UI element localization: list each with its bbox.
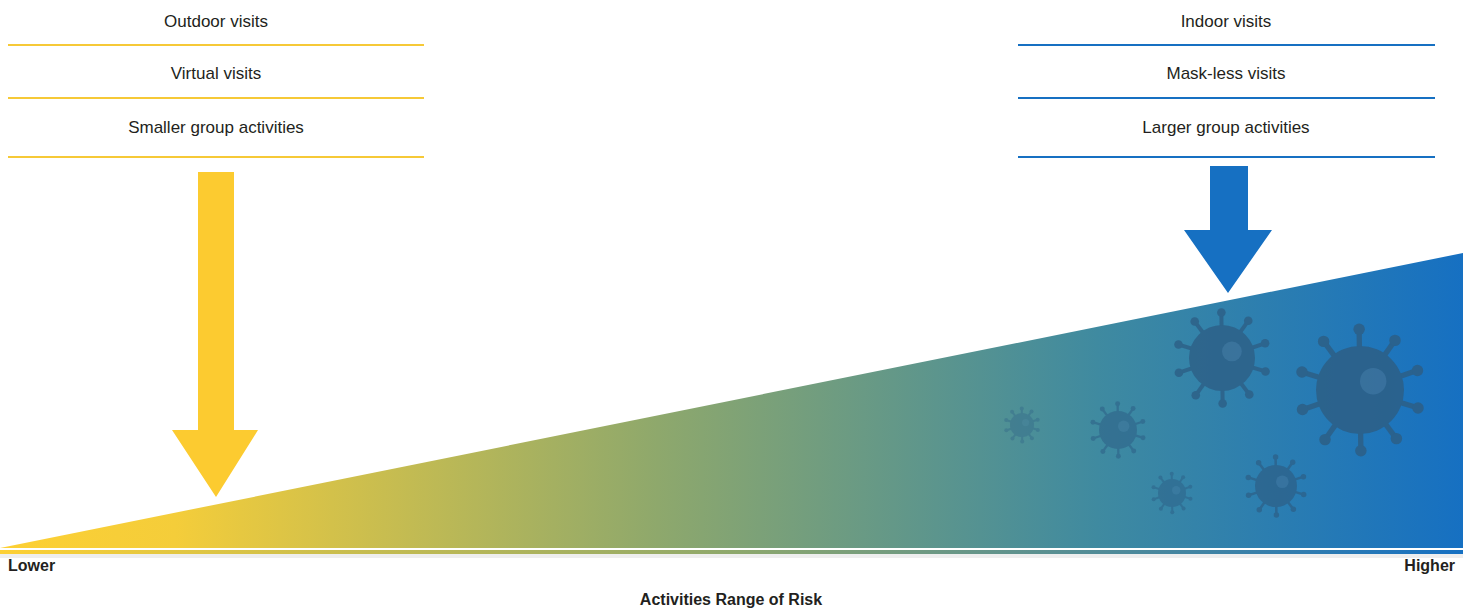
list-item: Larger group activities (1142, 118, 1309, 138)
list-item: Smaller group activities (128, 118, 304, 138)
virus-icon (1090, 401, 1145, 458)
axis-end-label: Higher (1404, 556, 1455, 576)
list-item: Outdoor visits (164, 12, 268, 32)
axis-bar (0, 550, 1463, 554)
virus-icon (1152, 472, 1193, 515)
list-item: Indoor visits (1181, 12, 1272, 32)
high-risk-arrow (1184, 166, 1272, 293)
list-rules (8, 45, 1435, 157)
virus-icon (1246, 454, 1307, 517)
axis-shadow (0, 554, 1463, 558)
virus-icon (1004, 406, 1040, 443)
virus-icon (1296, 324, 1423, 457)
list-item: Virtual visits (171, 64, 261, 84)
low-risk-arrow (172, 172, 258, 497)
axis-title: Activities Range of Risk (640, 590, 822, 610)
virus-icon (1174, 308, 1270, 408)
axis-end-label: Lower (8, 556, 55, 576)
list-item: Mask-less visits (1166, 64, 1285, 84)
virus-icons (1004, 308, 1424, 518)
